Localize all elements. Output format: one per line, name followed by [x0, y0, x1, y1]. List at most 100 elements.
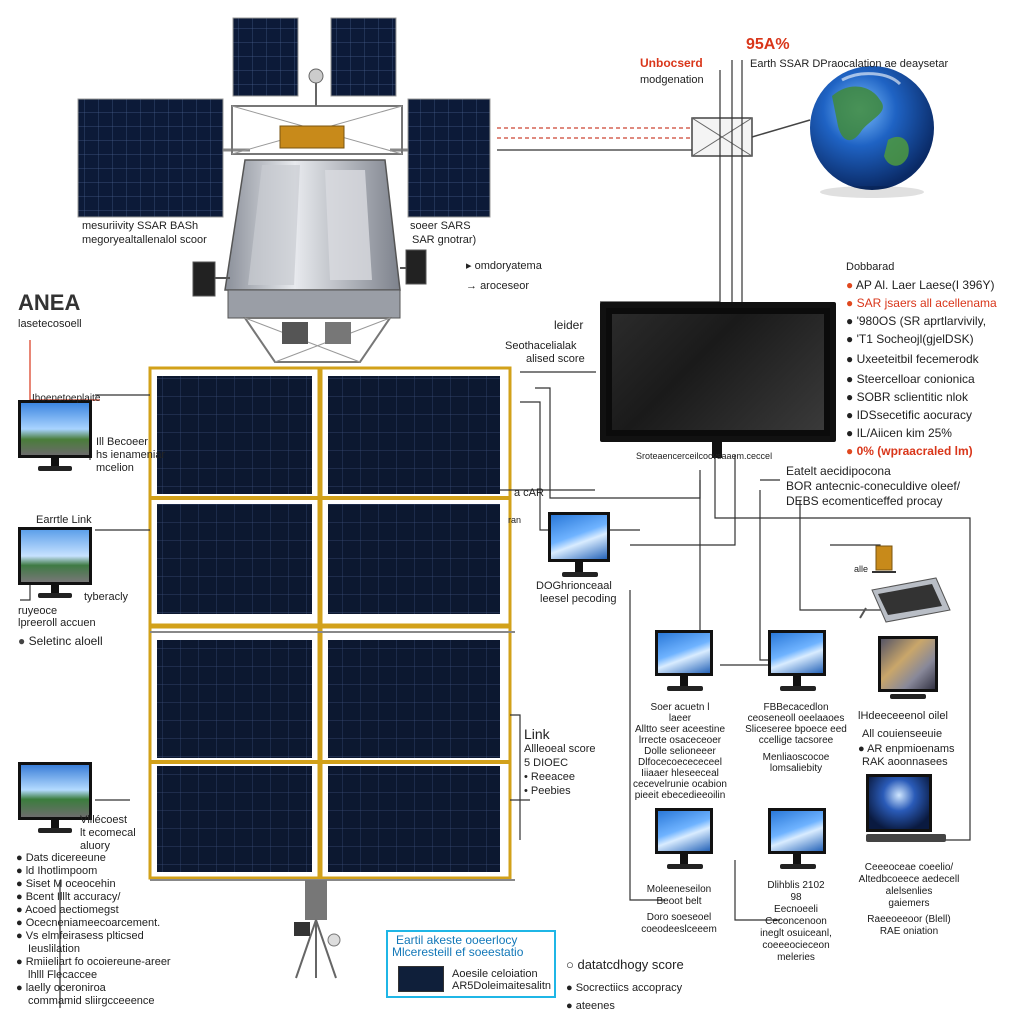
right-list-item: ● '980OS (SR aprtlarvivily, [846, 312, 997, 330]
unbocserd-sublabel: modgenation [640, 74, 704, 86]
left-monitor-3-note-2: lt ecomecal [80, 827, 136, 839]
right-list-text: AP Al. Laer Laese(I 396Y) [855, 278, 995, 292]
processor-label-2: → aroceseor [466, 280, 529, 293]
percent-label: 95A% [746, 36, 790, 53]
caption-line: Dolle selioneeer [644, 746, 716, 757]
right-list-text: 0% (wpraacraled lm) [856, 444, 973, 458]
link-line-4: • Peebies [524, 785, 571, 798]
caption-line: Eecnoeeli [774, 904, 818, 915]
left-monitor-2-top: Earrtle Link [36, 514, 92, 526]
left-monitor-1 [18, 400, 92, 474]
caption-line: Iiiaaer hleseeceal [641, 768, 719, 779]
left-list-item: ● Siset M oceocehin [16, 878, 171, 891]
bottom-right-line-2: ● Socrectiics accopracy [566, 982, 682, 995]
earth-caption: Earth SSAR DPraocalation ae deaysetar [750, 58, 949, 70]
bullet-icon: ● [846, 314, 854, 328]
left-monitor-3-note-1: Vlllécoest [80, 814, 128, 826]
left-list-text: Vs elmfeirasess plticsed [25, 930, 144, 942]
bullet-icon: ● [846, 372, 854, 386]
main-display-stand [712, 442, 722, 458]
panel-label-right-1: soeer SARS [410, 220, 471, 232]
caption-line: Moleeneseilon [646, 884, 712, 895]
left-list-text: Acoed aectiomegst [25, 904, 119, 916]
ops-label-3-text: AR enpmioenams [867, 743, 955, 755]
right-list: ● AP Al. Laer Laese(I 396Y) ● SAR jsaers… [846, 276, 997, 460]
link-line-3: • Reeacee [524, 771, 575, 784]
left-monitor-1-side: Ihoenetoeplaite [32, 393, 101, 404]
right-list-text: SAR jsaers all acellenama [856, 296, 997, 310]
bullet-icon: ● [16, 917, 26, 929]
right-list-text: IL/Aiicen kim 25% [856, 426, 952, 440]
right-list-text: SOBR sclientitic nlok [856, 390, 968, 404]
bullet-icon: ● [846, 296, 854, 310]
main-display-monitor [600, 302, 836, 442]
grid-monitor-2-caption: FBBecacedlon ceoseneoll oeelaaoes Slices… [740, 702, 852, 774]
left-list-text: Ieuslilation [28, 943, 80, 955]
bullet-icon: ● [16, 930, 26, 942]
bullet-icon: ● [566, 1000, 576, 1012]
solar-array-main [148, 366, 515, 979]
ops-label: lHdeeceeenol oilel [858, 710, 948, 722]
connector-lines [20, 60, 971, 1008]
caption-line: ccellige tacsoree [758, 735, 834, 746]
bullet-icon: ● [846, 390, 854, 404]
bullet-icon: • [524, 785, 531, 797]
cyan-box-panel [398, 966, 444, 992]
big-monitor-note-3: DEBS ecomenticeffed procay [786, 494, 943, 508]
workstation-monitor [866, 774, 946, 848]
bullet-icon: ● [858, 743, 868, 755]
left-monitor-2 [18, 527, 92, 601]
left-monitor-1-note-3: mcelion [96, 462, 134, 474]
laptop-device [859, 577, 951, 623]
left-monitor-3-note-3: aluory [80, 840, 110, 852]
left-list-text: Rmiieliart fo ocoiereune-areer [25, 956, 171, 968]
ops-label-3: ● AR enpmioenams [858, 743, 955, 756]
right-list-text: Steercelloar conionica [856, 372, 975, 386]
link-line-4-text: Peebies [530, 785, 571, 797]
caption-line: Menliaoscocoe [762, 752, 830, 763]
bullet-icon: ● [16, 891, 26, 903]
caption-line: ineglt osuiceanl, [760, 928, 832, 939]
right-list-item: ● 0% (wpraacraled lm) [846, 442, 997, 460]
bullet-icon: ● [18, 634, 29, 648]
caption-line: Altedbcoeece aedecell [858, 874, 960, 885]
bottom-right-line-2-text: Socrectiics accopracy [575, 982, 683, 994]
cyan-box-title-2: Mlceresteill ef soeestatio [392, 945, 524, 959]
unbocserd-label: Unbocserd [640, 56, 703, 70]
cyan-box-title-1: Eartil akeste ooeerlocy [396, 933, 518, 947]
link-line-2: 5 DIOEC [524, 757, 569, 769]
bullet-icon: ● [16, 982, 26, 994]
cyan-box-row-1: Aoesile celoiation [452, 968, 538, 980]
bullet-icon: ● [846, 426, 854, 440]
caption-line: Beoot belt [656, 896, 702, 907]
left-list-item: lhlll Flecaccee [16, 969, 171, 982]
left-list-item: ● Bcent Illlt accuracy/ [16, 891, 171, 904]
caption-line: RAE oniation [879, 926, 939, 937]
bottom-right-line-1: ○ datatcdhogy score [566, 958, 684, 972]
left-list-text: laelly oceroniroa [25, 982, 106, 994]
big-monitor-note-2: BOR antecnic-coneculdive oleef/ [786, 479, 961, 493]
caption-line: Ceeeoceae coeelio/ [864, 862, 954, 873]
earth-observatory-box: Eartil akeste ooeerlocy Mlceresteill ef … [386, 930, 556, 998]
left-list-item: ● Dats dicereeune [16, 852, 171, 865]
left-monitor-1-note-1: Ill Becoeer [96, 436, 148, 448]
bottom-right-line-3-text: ateenes [575, 1000, 615, 1012]
caption-line: pieeit ebecedieeoilin [634, 790, 726, 801]
workstation-caption: Ceeeoceae coeelio/ Altedbcoeece aedecell… [844, 862, 974, 938]
arrow-right-icon: ▸ [466, 260, 475, 272]
big-monitor-caption: Sroteaencerceilcocvsaaem.ceccel [636, 451, 773, 461]
left-monitor-1-note-2: hs ienameniar [96, 449, 166, 461]
caption-line: Dlfocecoecececeel [638, 757, 722, 768]
panel-label-right-2: SAR gnotrar) [412, 234, 477, 246]
caption-line: cecevelrunie ocabion [633, 779, 727, 790]
caption-line: Dlihblis 2102 [767, 880, 825, 891]
right-list-item: ● IL/Aiicen kim 25% [846, 424, 997, 442]
bullet-icon: ● [846, 278, 854, 292]
bullet-icon: ● [846, 352, 854, 366]
left-list-text: Siset M oceocehin [25, 878, 116, 890]
caption-line: coeodeeslceeem [641, 924, 717, 935]
caption-line: lrrecte osaceceoer [638, 735, 722, 746]
caption-line: Ceconcenoon [765, 916, 827, 927]
caption-line: laeer [668, 713, 692, 724]
